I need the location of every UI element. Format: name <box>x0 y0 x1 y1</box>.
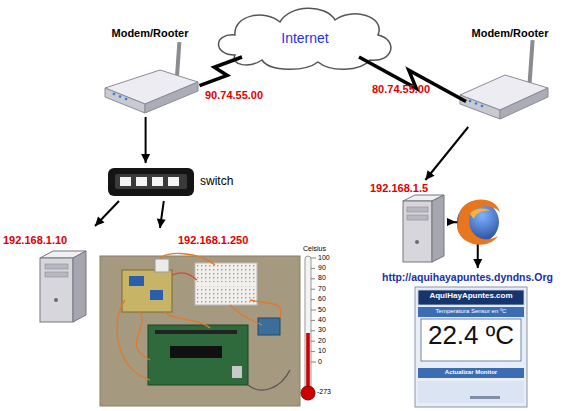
arrow-head <box>141 154 150 163</box>
router-icon <box>105 42 198 113</box>
ip-address: 192.168.1.5 <box>370 182 428 195</box>
scale-number: -273 <box>317 388 331 396</box>
lightning-link <box>200 57 243 86</box>
device-label: Modem/Rooter <box>95 27 205 40</box>
arrow-head <box>95 216 104 226</box>
switch-icon <box>108 168 194 196</box>
scale-title: Celsius <box>303 245 326 253</box>
temperature-value: 22.4 ºC <box>421 321 521 351</box>
router-device: Modem/Rooter <box>455 25 565 127</box>
arrow-connector <box>141 117 150 163</box>
arrow-connector <box>425 127 468 180</box>
arrow-connector <box>157 201 166 228</box>
board-photo <box>100 253 300 406</box>
connector-line <box>450 222 478 268</box>
scale-number: 70 <box>318 285 326 293</box>
ip-address: 192.168.1.250 <box>178 234 248 247</box>
lightning-bolt <box>200 57 243 86</box>
device-label: switch <box>200 175 233 189</box>
lightning-link <box>359 57 466 102</box>
scale-number: 20 <box>318 337 326 345</box>
arrow-head <box>473 259 482 268</box>
button-label: Actualizar Monitor <box>418 369 524 376</box>
ip-address: 80.74.55.00 <box>372 83 430 96</box>
ip-address: 192.168.1.10 <box>3 234 67 247</box>
thermometer-icon <box>301 256 316 400</box>
server-icon <box>40 251 86 322</box>
connector-line <box>95 201 119 226</box>
ip-address: 90.74.55.00 <box>205 89 263 102</box>
server-device: 192.168.1.5 <box>368 180 450 268</box>
scale-number: 0 <box>318 358 322 366</box>
arrow-connector <box>95 201 119 226</box>
sensor-board: 192.168.1.250 <box>100 228 300 407</box>
scale-number: 10 <box>318 347 326 355</box>
cloud-label: Internet <box>215 30 395 46</box>
lightning-bolt <box>359 57 466 102</box>
arrow-head <box>425 170 434 180</box>
router-device: Modem/Rooter <box>95 25 205 117</box>
arrow-head <box>157 218 166 228</box>
server-device: 192.168.1.10 <box>0 226 100 326</box>
connector-line <box>425 127 468 180</box>
scale-number: 40 <box>318 316 326 324</box>
arrow-connector <box>450 222 482 268</box>
web-page: http://aquihayapuntes.dyndns.OrgAquiHayA… <box>365 268 570 408</box>
page-title: AquiHayApuntes.com <box>418 291 524 300</box>
scale-number: 60 <box>318 295 326 303</box>
scale-number: 30 <box>318 326 326 334</box>
url-text: http://aquihayapuntes.dyndns.Org <box>365 271 570 283</box>
firefox-logo <box>447 199 500 244</box>
network-switch: switch <box>105 163 245 201</box>
internet-cloud: Internet <box>215 5 395 70</box>
scale-number: 100 <box>318 254 330 262</box>
page-heading: Temperatura Sensor en ºC <box>418 308 524 315</box>
router-icon <box>460 40 548 119</box>
scale-number: 80 <box>318 274 326 282</box>
server-icon <box>403 195 444 262</box>
scale-number: 50 <box>318 306 326 314</box>
device-label: Modem/Rooter <box>455 27 565 40</box>
web-page-screenshot <box>415 287 527 407</box>
scale-number: 90 <box>318 264 326 272</box>
